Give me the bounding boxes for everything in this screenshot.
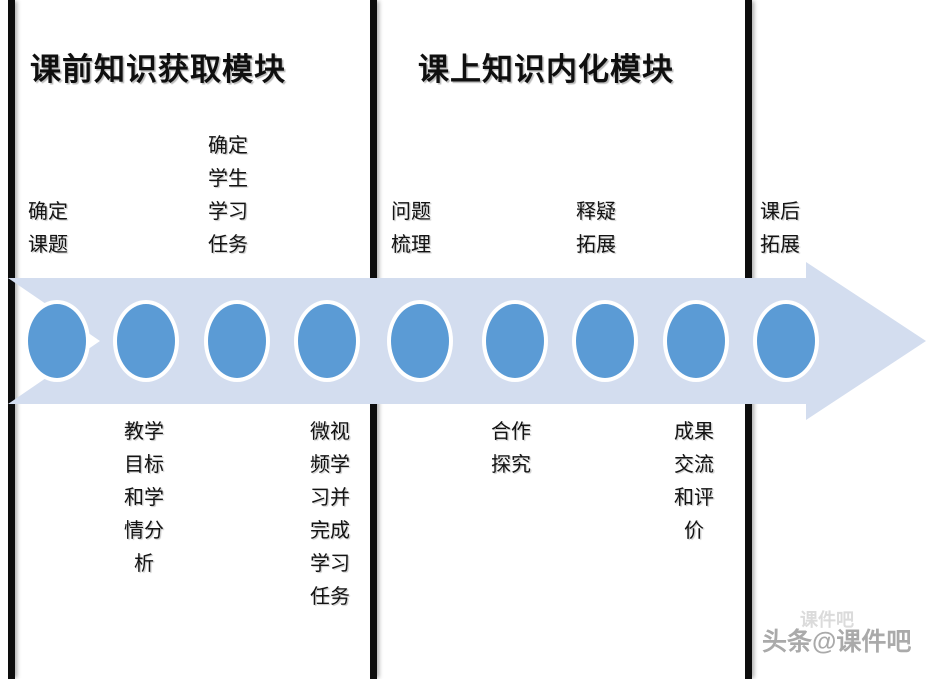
stage-label-above-clarify-extend: 释疑 拓展 xyxy=(576,201,616,256)
divider-left-edge xyxy=(8,0,15,679)
stage-label-above-student-tasks: 确定 学生 学习 任务 xyxy=(208,135,248,256)
watermark-text: 头条@课件吧 xyxy=(762,628,912,656)
stage-label-below-results-evaluation: 成果 交流 和评 价 xyxy=(674,421,714,542)
node-circle-1[interactable] xyxy=(28,304,86,378)
watermark-ghost-text: 课件吧 xyxy=(800,610,854,630)
stage-label-above-confirm-topic: 确定 课题 xyxy=(28,201,68,256)
section-title-in-class: 课上知识内化模块 xyxy=(418,52,674,87)
node-circle-4[interactable] xyxy=(298,304,356,378)
stage-label-below-cooperative-inquiry: 合作 探究 xyxy=(491,421,531,476)
process-arrow-band xyxy=(8,262,926,420)
node-circle-8[interactable] xyxy=(667,304,725,378)
node-circle-3[interactable] xyxy=(208,304,266,378)
stage-label-above-question-sorting: 问题 梳理 xyxy=(391,201,431,256)
stage-label-below-goals-analysis: 教学 目标 和学 情分 析 xyxy=(124,421,164,575)
node-circle-5[interactable] xyxy=(391,304,449,378)
section-title-pre-class: 课前知识获取模块 xyxy=(30,52,286,87)
node-circle-9[interactable] xyxy=(757,304,815,378)
node-circle-2[interactable] xyxy=(117,304,175,378)
stage-label-above-after-class: 课后 拓展 xyxy=(760,201,800,256)
node-circle-7[interactable] xyxy=(576,304,634,378)
stage-label-below-microvideo-tasks: 微视 频学 习并 完成 学习 任务 xyxy=(310,421,350,608)
node-circle-6[interactable] xyxy=(486,304,544,378)
